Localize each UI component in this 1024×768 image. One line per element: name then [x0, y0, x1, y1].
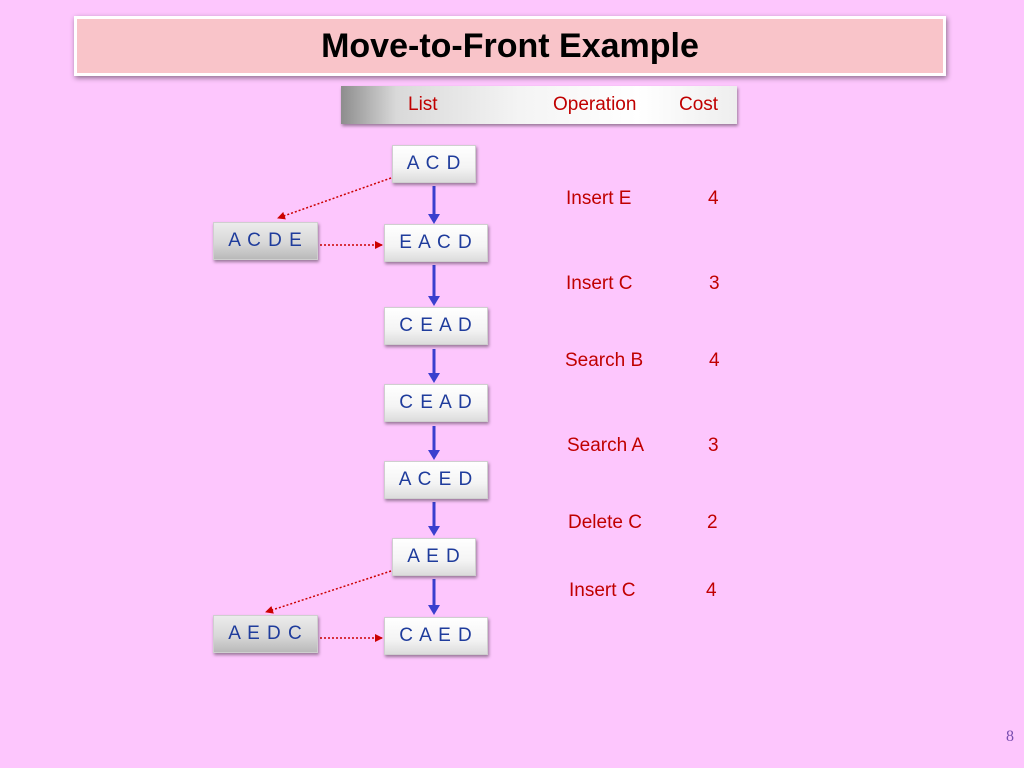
slide-title: Move-to-Front Example	[321, 26, 699, 65]
cost-5: 2	[707, 512, 718, 533]
list-node-3: C E A D	[384, 307, 488, 345]
flow-arrow-6-head	[428, 605, 440, 615]
operation-1: Insert E	[566, 188, 632, 209]
side-node-1: A C D E	[213, 222, 318, 260]
flow-arrow-4-head	[428, 450, 440, 460]
list-node-5: A C E D	[384, 461, 488, 499]
cost-6: 4	[706, 580, 717, 601]
header-operation: Operation	[553, 94, 637, 115]
title-box: Move-to-Front Example	[74, 16, 946, 76]
operation-5: Delete C	[568, 512, 642, 533]
flow-arrow-3-head	[428, 373, 440, 383]
cost-4: 3	[708, 435, 719, 456]
header-list: List	[408, 94, 438, 115]
list-node-1: A C D	[392, 145, 476, 183]
cost-1: 4	[708, 188, 719, 209]
operation-6: Insert C	[569, 580, 636, 601]
operation-4: Search A	[567, 435, 645, 456]
dotted-arrow-to-side-2	[265, 570, 392, 614]
list-node-7: C A E D	[384, 617, 488, 655]
cost-2: 3	[709, 273, 720, 294]
page-number: 8	[1006, 728, 1014, 745]
flow-arrow-2-head	[428, 296, 440, 306]
dotted-arrows	[265, 177, 392, 642]
list-node-2: E A C D	[384, 224, 488, 262]
side-node-2: A E D C	[213, 615, 318, 653]
flow-arrow-1-head	[428, 214, 440, 224]
header-cost: Cost	[679, 94, 719, 115]
operation-2: Insert C	[566, 273, 633, 294]
operation-3: Search B	[565, 350, 644, 371]
flow-arrow-5-head	[428, 526, 440, 536]
list-node-4: C E A D	[384, 384, 488, 422]
table-header: List Operation Cost	[341, 86, 737, 124]
dotted-arrow-to-side-1	[277, 177, 392, 220]
flow-arrows	[428, 186, 440, 615]
list-node-6: A E D	[392, 538, 476, 576]
cost-3: 4	[709, 350, 720, 371]
